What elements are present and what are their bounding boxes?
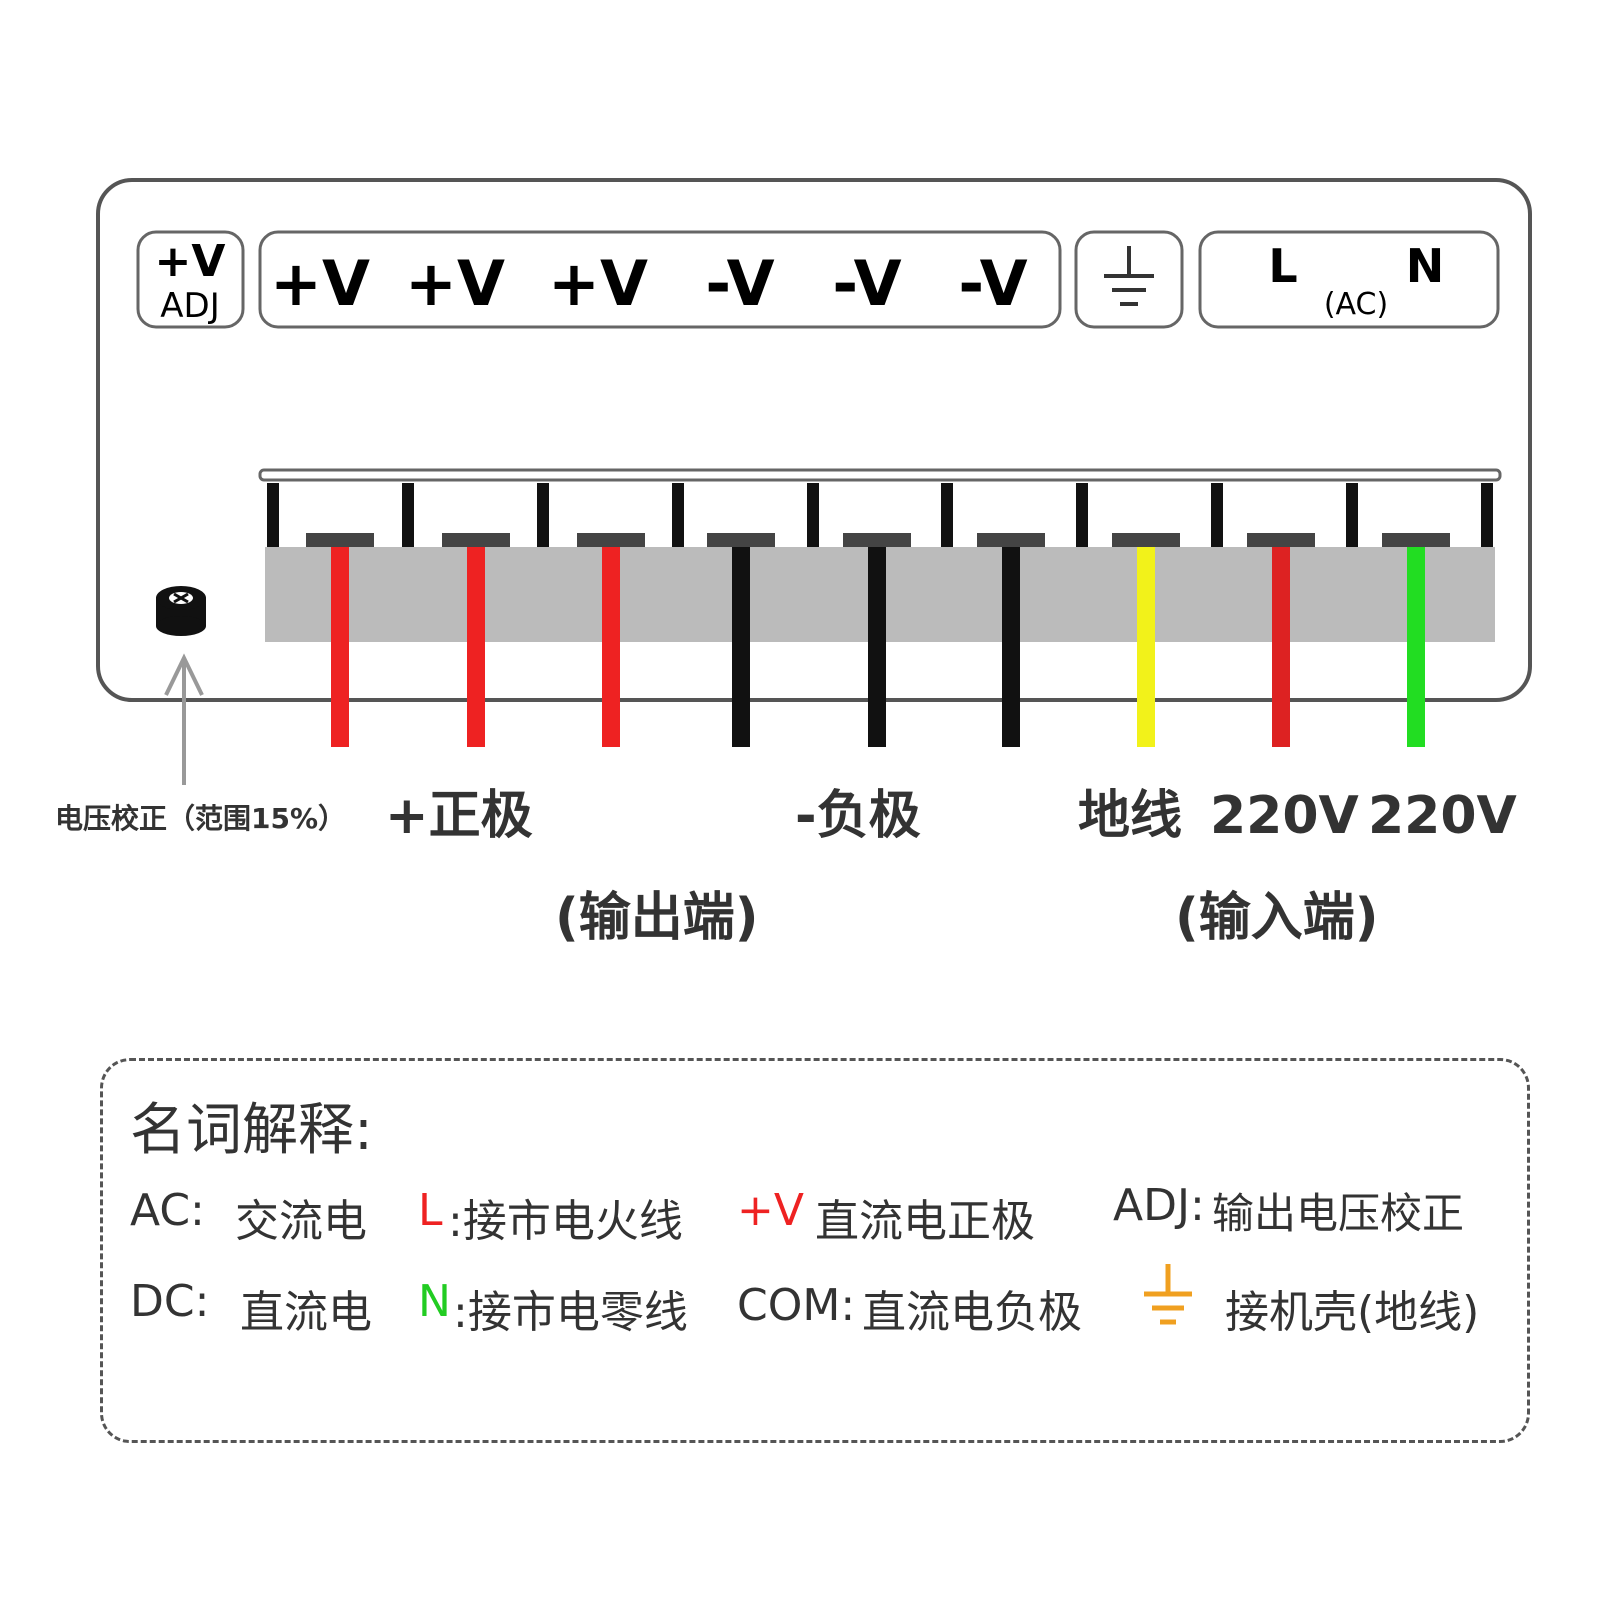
terminal-screw-plate-0 — [306, 533, 374, 547]
wire-8 — [1407, 547, 1425, 747]
terminal-screw-plate-3 — [707, 533, 775, 547]
terminal-separator-0 — [267, 483, 279, 547]
legend-ac-value: 交流电 — [235, 1196, 367, 1247]
terminal-screw-plate-5 — [977, 533, 1045, 547]
wire-3 — [732, 547, 750, 747]
legend-title: 名词解释: — [130, 1098, 373, 1163]
v220-label-a: 220V — [1210, 786, 1359, 846]
output-label-4: -V — [832, 247, 901, 320]
legend-adj-value: 输出电压校正 — [1212, 1189, 1465, 1238]
legend-adj-key: ADJ: — [1113, 1180, 1205, 1231]
output-label-0: +V — [270, 247, 370, 320]
adj-plus-label: +V — [155, 236, 226, 287]
terminal-screw-plate-1 — [442, 533, 510, 547]
adj-sub-label: ADJ — [160, 286, 219, 326]
wire-6 — [1137, 547, 1155, 747]
legend-com-key: COM: — [737, 1280, 856, 1331]
wire-1 — [467, 547, 485, 747]
v220-label-b: 220V — [1368, 786, 1517, 846]
terminal-separator-1 — [402, 483, 414, 547]
calibration-arrow-icon — [164, 653, 204, 785]
terminal-rail — [258, 468, 1502, 482]
legend-com-value: 直流电负极 — [862, 1287, 1082, 1338]
terminal-separators — [267, 483, 1493, 547]
legend-pv-value: 直流电正极 — [815, 1196, 1035, 1247]
terminal-separator-2 — [537, 483, 549, 547]
legend-pv-key: +V — [737, 1185, 804, 1236]
adj-label-box — [136, 230, 245, 329]
wire-2 — [602, 547, 620, 747]
output-label-1: +V — [405, 247, 505, 320]
terminal-separator-3 — [672, 483, 684, 547]
wire-5 — [1002, 547, 1020, 747]
legend-ground-icon — [1144, 1264, 1192, 1325]
input-end-label: (输入端) — [1175, 888, 1379, 948]
terminal-separator-6 — [1076, 483, 1088, 547]
wire-4 — [868, 547, 886, 747]
output-label-3: -V — [705, 247, 774, 320]
terminal-separator-9 — [1481, 483, 1493, 547]
ac-l-label: L — [1268, 239, 1297, 293]
terminal-screw-plate-2 — [577, 533, 645, 547]
output-label-2: +V — [548, 247, 648, 320]
legend-box — [100, 1058, 1530, 1443]
output-label-5: -V — [958, 247, 1027, 320]
legend-dc-value: 直流电 — [240, 1287, 372, 1338]
terminal-separator-5 — [941, 483, 953, 547]
legend-l-value: :接市电火线 — [448, 1196, 683, 1247]
legend-n-key: N — [418, 1276, 451, 1327]
terminal-separator-7 — [1211, 483, 1223, 547]
ground-symbol-icon — [1104, 246, 1154, 306]
wire-0 — [331, 547, 349, 747]
positive-label: +正极 — [385, 786, 533, 846]
calibration-label: 电压校正（范围15%） — [55, 802, 346, 835]
terminal-screw-plate-8 — [1382, 533, 1450, 547]
ground-label-box — [1074, 230, 1184, 329]
terminal-screw-plate-7 — [1247, 533, 1315, 547]
ac-sub-label: (AC) — [1324, 287, 1388, 322]
legend-n-value: :接市电零线 — [453, 1287, 688, 1338]
ground-label: 地线 — [1078, 786, 1182, 846]
wire-7 — [1272, 547, 1290, 747]
terminal-screw-plates — [306, 533, 1450, 547]
terminal-separator-4 — [807, 483, 819, 547]
terminal-screw-plate-6 — [1112, 533, 1180, 547]
legend-l-key: L — [418, 1185, 443, 1236]
adjust-potentiometer-icon — [156, 586, 206, 636]
wires — [331, 547, 1425, 747]
ac-label-box — [1198, 230, 1500, 329]
output-label-box — [258, 230, 1062, 329]
output-end-label: (输出端) — [555, 888, 759, 948]
negative-label: -负极 — [795, 786, 921, 846]
output-labels: +V +V +V -V -V -V — [270, 247, 1028, 320]
legend-dc-key: DC: — [130, 1276, 210, 1327]
legend-ground-value: 接机壳(地线) — [1225, 1287, 1480, 1338]
ac-n-label: N — [1406, 239, 1445, 293]
legend-ac-key: AC: — [130, 1185, 205, 1236]
terminal-separator-8 — [1346, 483, 1358, 547]
terminal-screw-plate-4 — [843, 533, 911, 547]
